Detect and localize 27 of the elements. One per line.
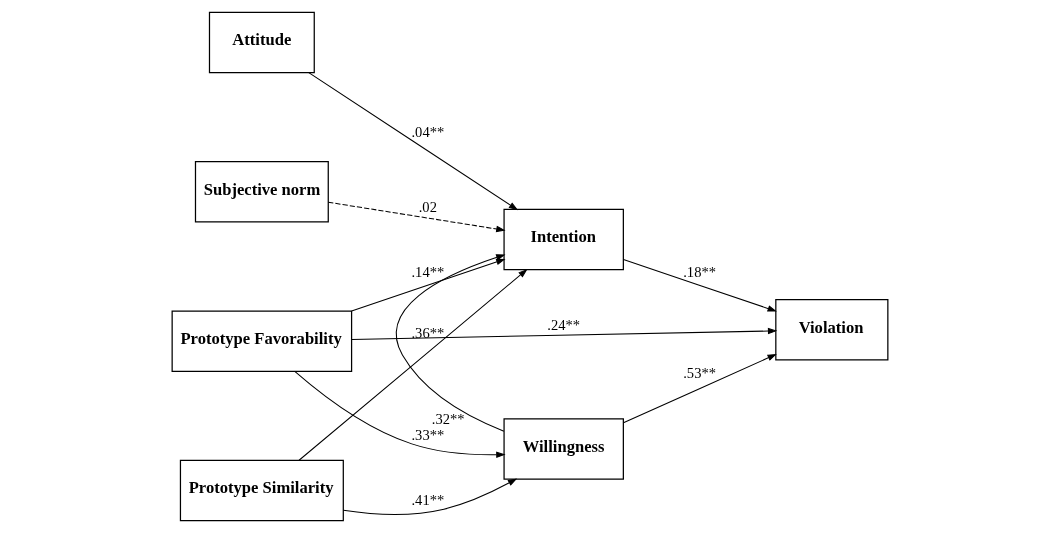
edge-label: .36**	[411, 325, 444, 342]
arrow	[342, 478, 517, 515]
arrow	[327, 201, 506, 233]
node-box: Subjective norm	[194, 161, 329, 223]
node-box: Prototype Similarity	[179, 459, 344, 522]
edge-label: .41**	[411, 492, 444, 509]
arrow	[622, 258, 777, 312]
node-box: Violation	[774, 299, 888, 361]
edge-label: .24**	[546, 316, 580, 333]
node-box: Attitude	[208, 11, 315, 74]
edge-label: .32**	[431, 410, 464, 427]
arrow	[350, 258, 505, 312]
arrow	[293, 370, 506, 459]
arrow	[350, 327, 777, 340]
edge-label: .33**	[411, 426, 444, 443]
node-box: Willingness	[502, 418, 624, 480]
edge-label: .02	[418, 198, 437, 215]
arrow	[395, 254, 505, 432]
edge-label: .18**	[682, 264, 716, 281]
arrow	[307, 72, 518, 211]
node-box: Intention	[502, 208, 624, 271]
edge-label: .04**	[411, 124, 444, 141]
edge-label: .53**	[682, 364, 716, 381]
edge-label: .14**	[411, 264, 444, 281]
node-box: Prototype Favorability	[171, 310, 352, 372]
arrow	[622, 353, 777, 424]
arrow	[298, 268, 528, 461]
